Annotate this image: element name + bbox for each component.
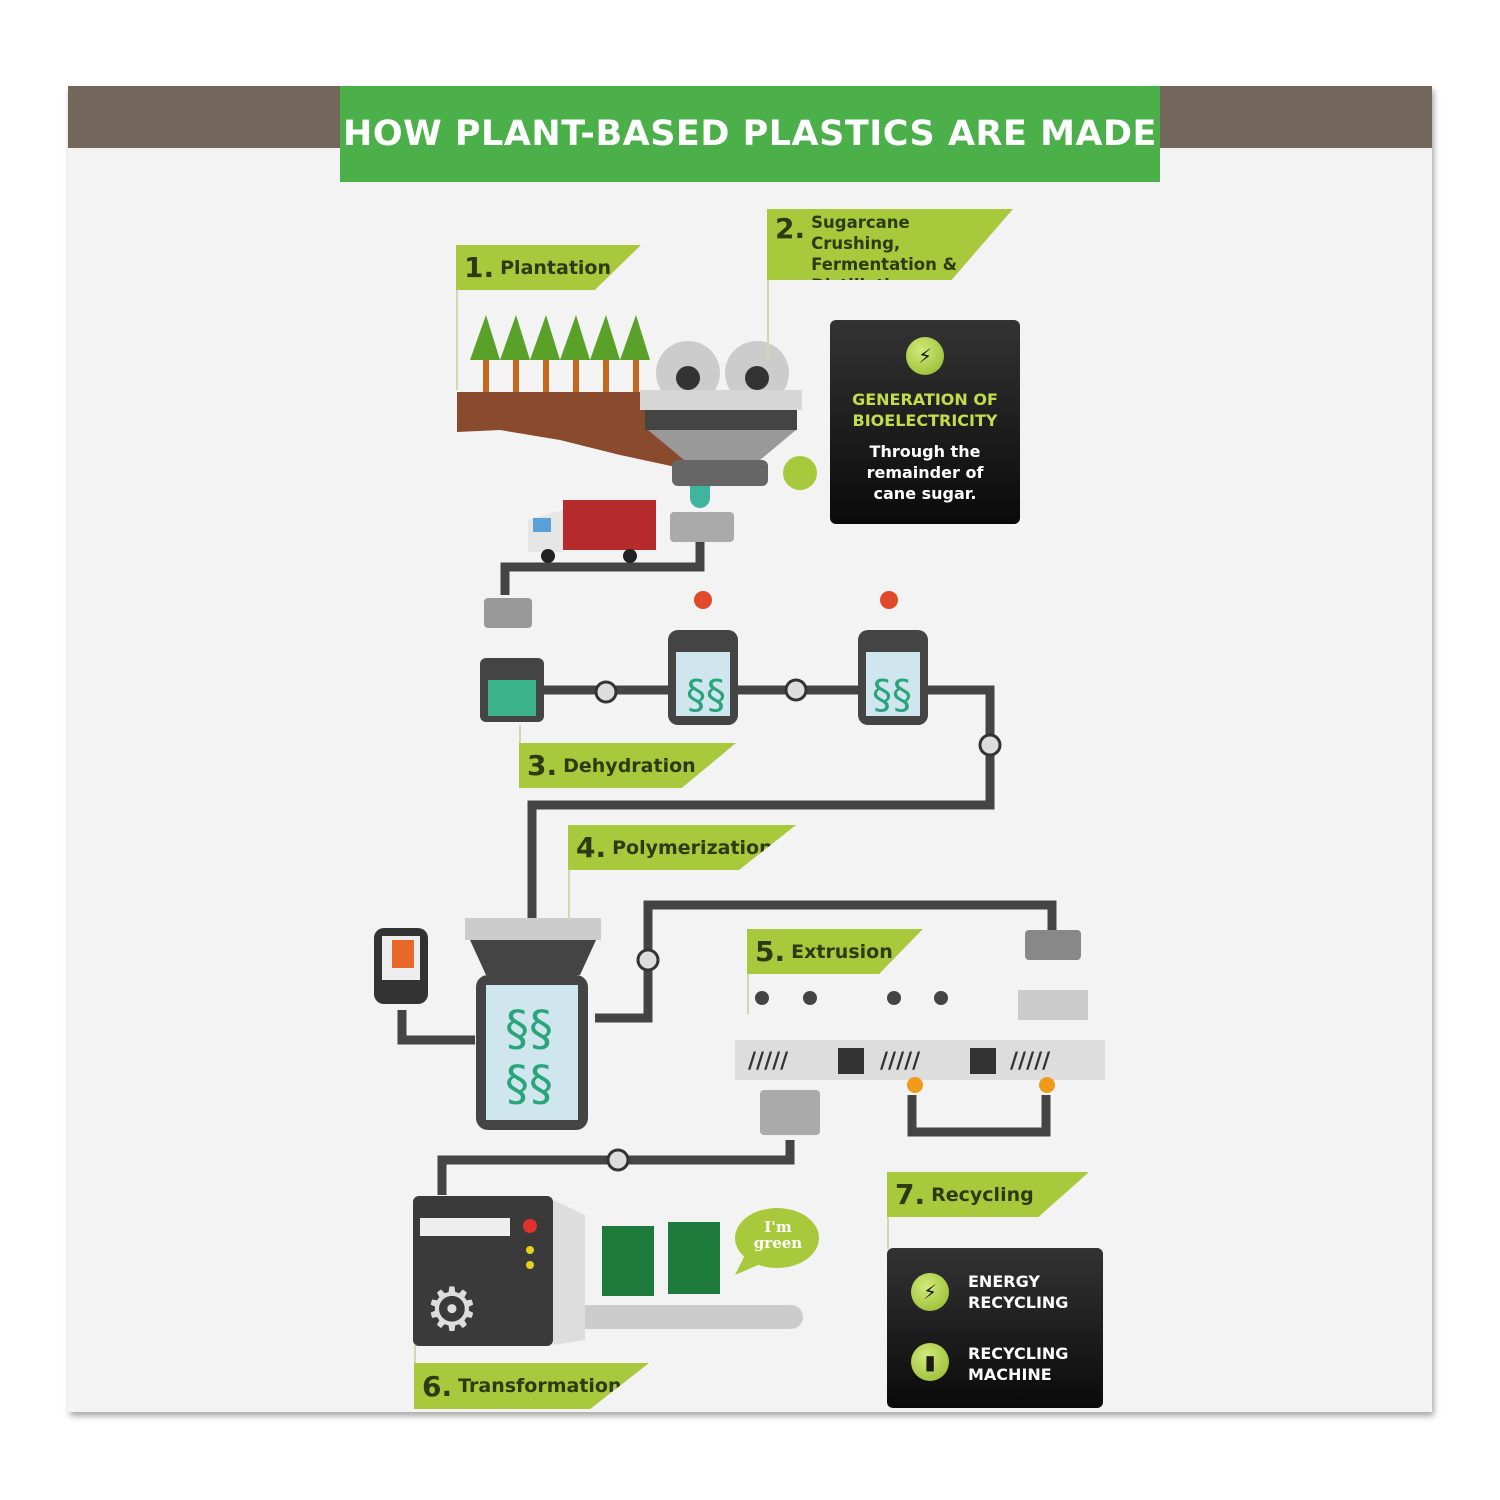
energy-recycling-label: ENERGY RECYCLING xyxy=(968,1272,1069,1312)
crusher-machine xyxy=(640,341,817,542)
bioelectricity-text: Through the remainder of cane sugar. xyxy=(866,442,984,503)
step-4-stem xyxy=(568,870,570,920)
truck-icon xyxy=(528,500,656,563)
recycle-icon xyxy=(783,456,817,490)
speech-bubble-text: I'm green xyxy=(753,1218,803,1252)
step-number: 7. xyxy=(895,1178,926,1211)
svg-text:§§: §§ xyxy=(872,672,912,718)
bioelectricity-heading: GENERATION OF BIOELECTRICITY xyxy=(852,390,998,430)
step-title: Dehydration xyxy=(563,754,696,777)
svg-text://///: ///// xyxy=(748,1049,789,1074)
step-number: 5. xyxy=(755,935,786,968)
recycling-box: ⚡ ENERGY RECYCLING ▮ RECYCLING MACHINE xyxy=(887,1248,1103,1408)
transformation-machine: ⚙ xyxy=(413,1196,819,1346)
svg-text:⚙: ⚙ xyxy=(425,1275,479,1345)
svg-text:§§: §§ xyxy=(686,672,726,718)
step-title: Extrusion xyxy=(791,940,893,963)
step-1-stem xyxy=(456,290,458,390)
svg-text:§§: §§ xyxy=(505,1001,553,1057)
step-5-stem xyxy=(747,974,749,1014)
plantation-illustration xyxy=(457,315,690,470)
bottle-icon: ▮ xyxy=(911,1343,949,1381)
step-number: 6. xyxy=(422,1369,453,1403)
extruder-machine: ///// ///// ///// xyxy=(735,930,1105,1135)
step-4-label: 4.Polymerization xyxy=(568,825,796,870)
step-number: 4. xyxy=(576,831,607,864)
step-6-stem xyxy=(414,1345,416,1365)
step-2-stem xyxy=(767,280,769,360)
step-3-stem xyxy=(519,725,521,745)
lightning-icon: ⚡ xyxy=(906,337,944,375)
polymerization-reactor: §§§§ xyxy=(374,918,601,1130)
step-title: Polymerization xyxy=(612,836,773,859)
infographic-panel xyxy=(68,86,1432,1412)
sugarcane-plants xyxy=(470,315,650,360)
lightning-icon: ⚡ xyxy=(911,1273,949,1311)
step-number: 2. xyxy=(775,212,806,245)
step-number: 3. xyxy=(527,749,558,782)
step-1-label: 1.Plantation xyxy=(456,245,641,290)
step-title: Sugarcane Crushing, Fermentation & Disti… xyxy=(811,213,957,280)
bioelectricity-box: ⚡ GENERATION OF BIOELECTRICITY Through t… xyxy=(830,320,1020,524)
step-7-stem xyxy=(887,1217,889,1249)
svg-text://///: ///// xyxy=(1010,1049,1051,1074)
recycling-machine-label: RECYCLING MACHINE xyxy=(968,1344,1069,1384)
step-3-label: 3.Dehydration xyxy=(519,743,736,788)
step-title: Plantation xyxy=(500,256,611,279)
step-title: Transformation xyxy=(458,1375,622,1397)
page-title: HOW PLANT-BASED PLASTICS ARE MADE xyxy=(340,86,1160,182)
svg-text:§§: §§ xyxy=(505,1056,553,1112)
svg-text://///: ///// xyxy=(880,1049,921,1074)
step-number: 1. xyxy=(464,251,495,284)
dehydration-tanks: §§ §§ xyxy=(480,591,928,725)
pipe-valves xyxy=(594,678,1002,1172)
step-title: Recycling xyxy=(931,1183,1034,1206)
